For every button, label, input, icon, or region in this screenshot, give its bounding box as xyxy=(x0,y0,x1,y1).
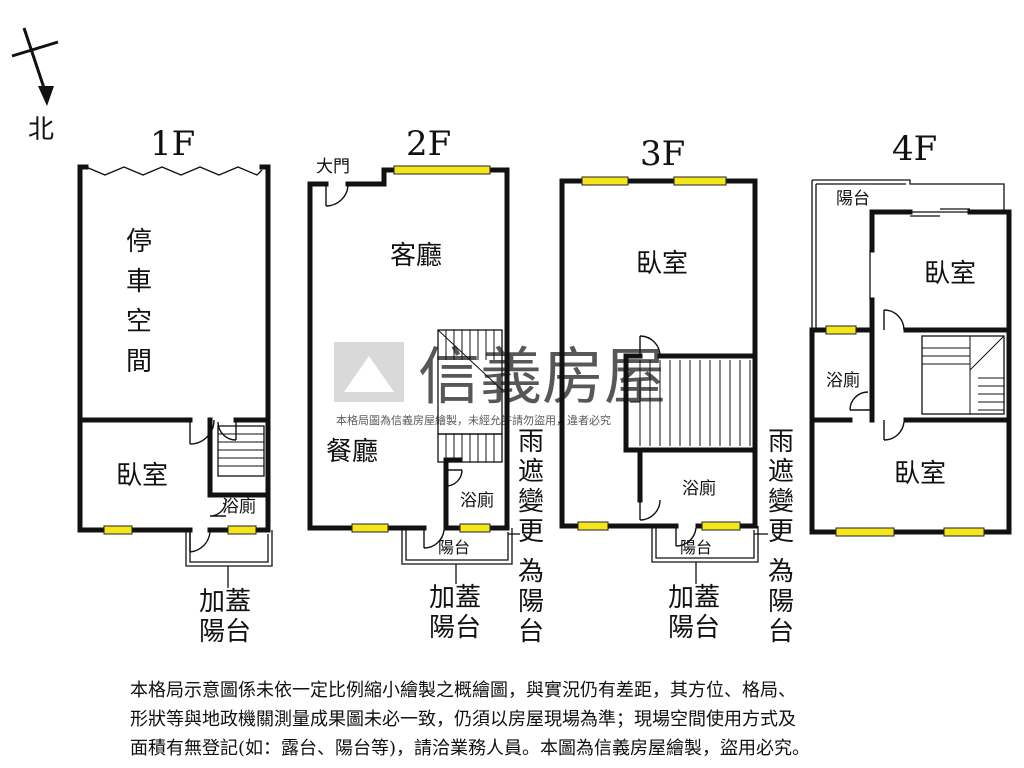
compass-crossbar xyxy=(11,40,59,58)
svg-text:雨: 雨 xyxy=(768,427,794,457)
garage-door xyxy=(85,166,263,176)
callout-1f-line2: 陽台 xyxy=(199,617,251,647)
balcony-3f-outline xyxy=(651,526,759,563)
callout-2f-line2: 陽台 xyxy=(429,613,481,643)
svg-text:更: 更 xyxy=(768,517,794,547)
door-4f-bath xyxy=(849,391,870,411)
floor-1f: 1F xyxy=(77,124,273,647)
door-1f-bedroom xyxy=(189,419,215,445)
window-4f-bath xyxy=(825,325,857,335)
window-3f-b xyxy=(673,176,727,186)
room-2f-living: 客廳 xyxy=(390,241,442,271)
svg-text:為: 為 xyxy=(518,557,544,587)
room-1f-parking-4: 間 xyxy=(126,347,152,377)
door-2f-bath xyxy=(445,469,463,487)
window-1f-a xyxy=(103,525,133,535)
room-1f-bath: 浴廁 xyxy=(222,496,256,517)
room-2f-balcony: 陽台 xyxy=(438,538,470,557)
floor-1f-label: 1F xyxy=(150,124,195,164)
room-1f-parking-1: 停 xyxy=(126,227,152,257)
balcony-2f-outline xyxy=(401,528,513,565)
stair-3f xyxy=(630,360,751,446)
callout-1f-line1: 加蓋 xyxy=(199,587,251,617)
disclaimer: 本格局示意圖係未依一定比例縮小繪製之概繪圖，與實況仍有差距，其方位、格局、 形狀… xyxy=(130,676,950,763)
window-2f-top xyxy=(393,165,491,175)
balcony-1f-outline xyxy=(185,530,273,567)
room-2f-dining: 餐廳 xyxy=(326,437,378,467)
disclaimer-line-3: 面積有無登記(如：露台、陽台等)，請洽業務人員。本圖為信義房屋繪製，盜用必究。 xyxy=(130,738,811,759)
door-1f-front xyxy=(189,530,211,553)
svg-text:為: 為 xyxy=(768,557,794,587)
callout-3f-line1: 加蓋 xyxy=(668,583,720,613)
room-1f-parking-2: 車 xyxy=(126,267,152,297)
door-4f-bedroom-bottom xyxy=(883,420,905,441)
room-4f-bedroom-bottom: 臥室 xyxy=(894,459,946,489)
room-3f-balcony: 陽台 xyxy=(680,538,712,557)
floor-4f: 4F xyxy=(809,129,1012,537)
side-note-3f: 雨 遮 變 更 為 陽 台 xyxy=(768,427,794,647)
svg-text:變: 變 xyxy=(768,487,794,517)
disclaimer-line-1: 本格局示意圖係未依一定比例縮小繪製之概繪圖，與實況仍有差距，其方位、格局、 xyxy=(130,680,796,701)
callout-2f-line1: 加蓋 xyxy=(429,583,481,613)
window-2f-bath xyxy=(459,523,491,533)
door-1f-hall xyxy=(217,420,237,441)
sliding-door-4f xyxy=(910,208,970,217)
door-2f-balcony xyxy=(423,528,445,549)
watermark: 信義房屋 本格局圖為信義房屋繪製，未經允許請勿盜用，違者必究 xyxy=(334,340,666,427)
disclaimer-line-2: 形狀等與地政機關測量成果圖未必一致，仍須以房屋現場為準；現場空間使用方式及 xyxy=(130,709,796,730)
floor-2f-label: 2F xyxy=(406,124,451,164)
side-note-2f: 雨 遮 變 更 為 陽 台 xyxy=(518,427,544,647)
watermark-brand: 信義房屋 xyxy=(418,340,666,413)
window-4f-b xyxy=(943,527,985,537)
floor-3f: 3F xyxy=(559,134,794,647)
room-4f-bath: 浴廁 xyxy=(826,370,860,391)
room-3f-bedroom: 臥室 xyxy=(636,249,688,279)
door-3f-balcony xyxy=(675,526,697,547)
room-2f-bath: 浴廁 xyxy=(460,490,494,511)
room-1f-parking-3: 空 xyxy=(126,307,152,337)
room-3f-bath: 浴廁 xyxy=(682,478,716,499)
svg-text:更: 更 xyxy=(518,517,544,547)
door-2f-main xyxy=(325,184,349,207)
window-2f-bottom xyxy=(351,523,389,533)
door-4f-bedroom-top xyxy=(883,309,905,331)
north-label: 北 xyxy=(28,115,54,145)
room-4f-balcony: 陽台 xyxy=(836,189,870,209)
balcony-4f-outline xyxy=(811,179,1005,330)
room-1f-bedroom: 臥室 xyxy=(116,461,168,491)
floor-2f: 2F 大門 xyxy=(307,124,544,647)
compass: 北 xyxy=(11,27,59,145)
room-4f-bedroom-top: 臥室 xyxy=(924,259,976,289)
svg-text:陽: 陽 xyxy=(518,587,544,617)
svg-text:遮: 遮 xyxy=(768,457,794,487)
window-1f-b xyxy=(227,525,257,535)
stair-4f xyxy=(921,335,1005,415)
room-2f-main-door: 大門 xyxy=(316,157,350,177)
stair-2f xyxy=(437,329,503,463)
window-3f-c xyxy=(577,521,609,531)
compass-needle xyxy=(22,27,48,95)
svg-text:遮: 遮 xyxy=(518,457,544,487)
door-1f-bath xyxy=(209,499,227,517)
svg-text:陽: 陽 xyxy=(768,587,794,617)
compass-arrow-icon xyxy=(38,86,54,106)
floor-3f-label: 3F xyxy=(640,134,685,174)
svg-text:台: 台 xyxy=(768,617,794,647)
window-4f-a xyxy=(835,527,895,537)
callout-3f-line2: 陽台 xyxy=(668,613,720,643)
svg-text:變: 變 xyxy=(518,487,544,517)
floor-4f-label: 4F xyxy=(892,129,937,169)
door-3f-bath xyxy=(639,499,661,521)
stair-1f xyxy=(217,425,265,477)
window-3f-d xyxy=(701,521,741,531)
svg-text:台: 台 xyxy=(518,617,544,647)
svg-text:雨: 雨 xyxy=(518,427,544,457)
door-3f-bedroom xyxy=(639,335,661,357)
window-3f-a xyxy=(581,176,629,186)
watermark-line: 本格局圖為信義房屋繪製，未經允許請勿盜用，違者必究 xyxy=(336,413,611,427)
watermark-logo-peak-icon xyxy=(344,356,394,392)
